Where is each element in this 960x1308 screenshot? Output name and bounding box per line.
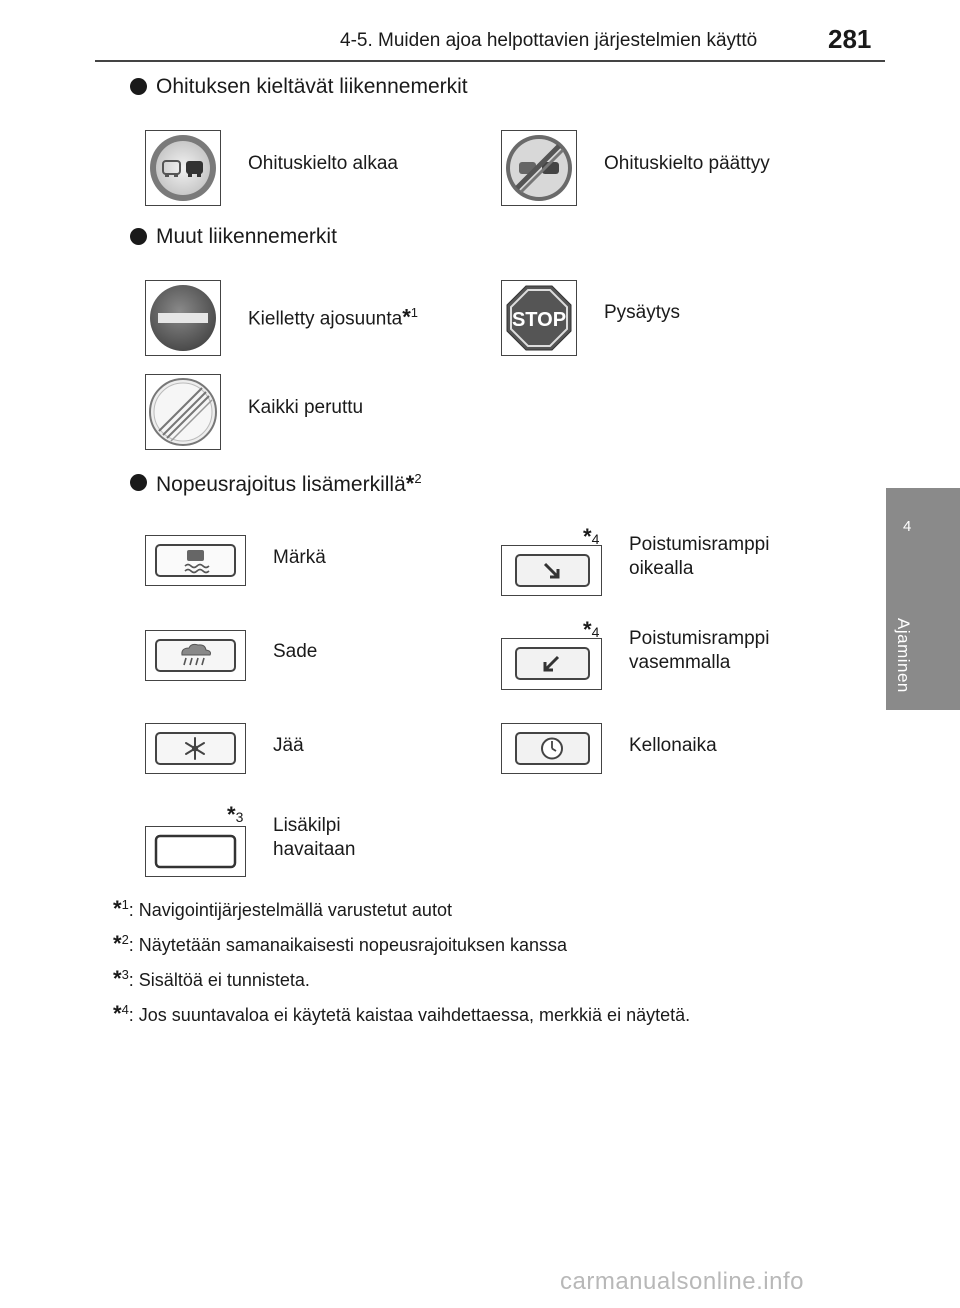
plate-label: Poistumisramppi vasemmalla — [629, 627, 769, 675]
chapter-tab — [886, 488, 960, 710]
asterisk-icon: * — [113, 966, 122, 991]
note-number: 4 — [591, 531, 600, 547]
note-number: 3 — [235, 809, 244, 825]
plate-label-line: vasemmalla — [629, 652, 731, 673]
blank-plate-icon — [145, 826, 246, 877]
plate-label: Kellonaika — [629, 735, 717, 756]
note-number: 2 — [414, 471, 422, 486]
footnote: *3: Sisältöä ei tunnisteta. — [113, 966, 310, 992]
bullet-icon — [130, 78, 147, 95]
footnote-text: : Sisältöä ei tunnisteta. — [128, 970, 310, 990]
footnote-text: : Navigointijärjestelmällä varustetut au… — [128, 900, 452, 920]
sign-label: Pysäytys — [604, 302, 681, 323]
asterisk-icon: * — [402, 304, 411, 330]
bullet-icon — [130, 474, 147, 491]
plate-label: Märkä — [273, 547, 326, 568]
footnote-text: : Jos suuntavaloa ei käytetä kaistaa vai… — [128, 1005, 691, 1025]
plate-label: Poistumisramppi oikealla — [629, 533, 769, 581]
chapter-label: Ajaminen — [894, 618, 913, 693]
exit-left-plate-icon — [501, 638, 602, 690]
section-title-text: Nopeusrajoitus lisämerkillä — [156, 473, 406, 496]
sign-label-with-note: Kielletty ajosuunta*1 — [248, 301, 418, 331]
stop-sign-icon: STOP — [501, 280, 577, 356]
footnote-number: 4 — [121, 1002, 129, 1017]
end-all-restrictions-sign-icon — [145, 374, 221, 450]
plate-label: Lisäkilpi havaitaan — [273, 814, 355, 862]
section-heading-other: Muut liikennemerkit — [156, 225, 337, 248]
sign-label: Ohituskielto päättyy — [604, 153, 770, 174]
exit-right-plate-icon — [501, 545, 602, 596]
footnote: *1: Navigointijärjestelmällä varustetut … — [113, 896, 452, 922]
no-entry-sign-icon — [145, 280, 221, 356]
plate-label-line: Lisäkilpi — [273, 815, 341, 836]
asterisk-icon: * — [583, 524, 592, 549]
page-number: 281 — [828, 24, 872, 54]
rain-plate-icon — [145, 630, 246, 681]
plate-label-line: Poistumisramppi — [629, 628, 770, 649]
plate-label-line: havaitaan — [273, 839, 356, 860]
end-no-overtaking-sign-icon — [501, 130, 577, 206]
stop-sign-text: STOP — [512, 309, 566, 331]
plate-label: Jää — [273, 735, 304, 756]
asterisk-icon: * — [113, 896, 122, 921]
plate-label-line: Poistumisramppi — [629, 534, 770, 555]
footnote: *2: Näytetään samanaikaisesti nopeusrajo… — [113, 931, 567, 957]
section-heading-speed: Nopeusrajoitus lisämerkillä*2 — [156, 471, 422, 497]
section-title: 4-5. Muiden ajoa helpottavien järjestelm… — [340, 30, 758, 51]
footnote-marker: *3 — [227, 802, 243, 828]
ice-plate-icon — [145, 723, 246, 774]
asterisk-icon: * — [113, 931, 122, 956]
footnote-marker: *4 — [583, 617, 599, 643]
footnote-number: 3 — [121, 967, 129, 982]
watermark-text: carmanualsonline.info — [560, 1268, 804, 1295]
footnote-number: 2 — [121, 932, 129, 947]
sign-label: Ohituskielto alkaa — [248, 153, 398, 174]
chapter-number: 4 — [903, 518, 912, 535]
plate-label: Sade — [273, 641, 318, 662]
asterisk-icon: * — [583, 617, 592, 642]
sign-label: Kielletty ajosuunta — [248, 308, 403, 330]
footnote-marker: *4 — [583, 524, 599, 550]
section-heading-overtaking: Ohituksen kieltävät liikennemerkit — [156, 75, 468, 98]
header-rule — [95, 60, 885, 62]
sign-label: Kaikki peruttu — [248, 397, 364, 418]
note-number: 1 — [410, 305, 419, 320]
wet-road-plate-icon — [145, 535, 246, 586]
clock-plate-icon — [501, 723, 602, 774]
asterisk-icon: * — [113, 1001, 122, 1026]
footnote-text: : Näytetään samanaikaisesti nopeusrajoit… — [128, 935, 568, 955]
asterisk-icon: * — [405, 471, 415, 496]
footnote-number: 1 — [121, 897, 129, 912]
no-overtaking-sign-icon — [145, 130, 221, 206]
note-number: 4 — [591, 624, 600, 640]
bullet-icon — [130, 228, 147, 245]
asterisk-icon: * — [227, 802, 236, 827]
footnote: *4: Jos suuntavaloa ei käytetä kaistaa v… — [113, 1001, 690, 1027]
plate-label-line: oikealla — [629, 558, 694, 579]
